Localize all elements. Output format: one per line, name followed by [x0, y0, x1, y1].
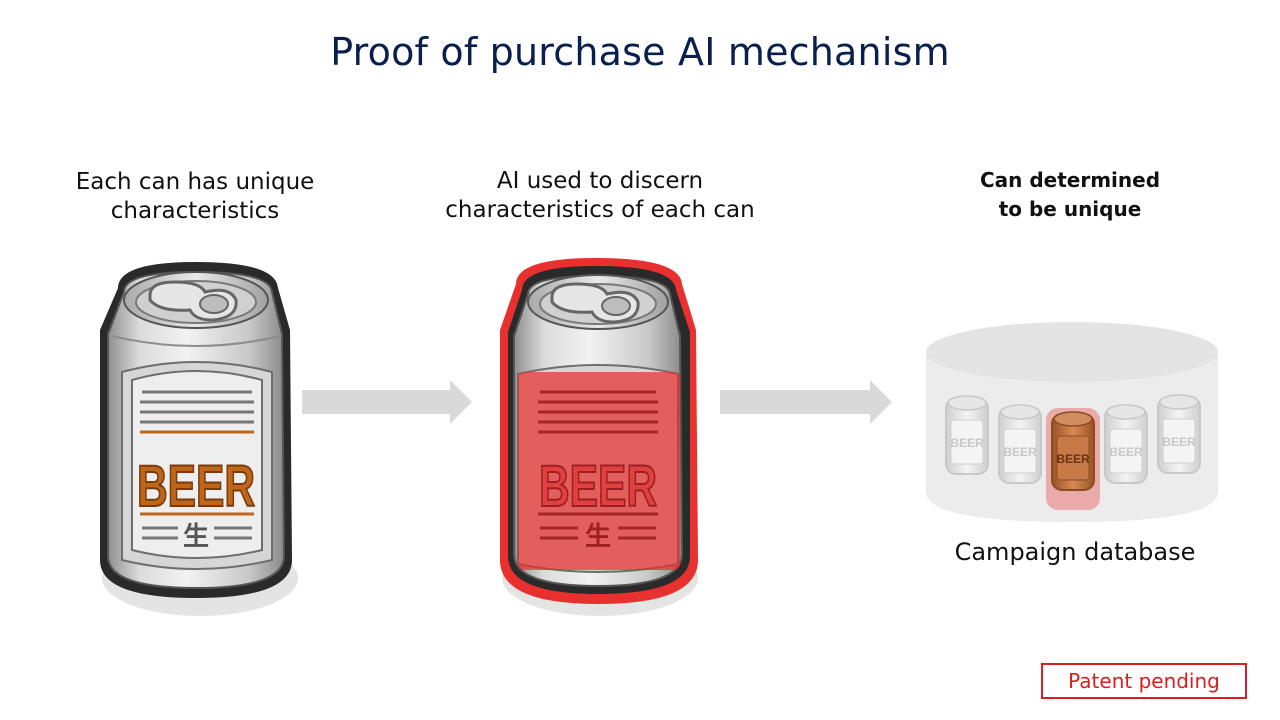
can2-sub-label: 生 — [585, 522, 611, 552]
database-can-5: BEER — [1157, 394, 1201, 474]
database-label: Campaign database — [954, 538, 1196, 566]
arrow-right-2 — [720, 380, 892, 424]
database-can-1-label: BEER — [950, 436, 984, 450]
can1-beer-label: BEER — [137, 454, 255, 519]
beer-can-1: BEER 生 — [100, 262, 298, 616]
can1-sub-label: 生 — [183, 522, 209, 552]
step1-caption-line2: characteristics — [110, 198, 280, 224]
database-can-2-label: BEER — [1003, 445, 1037, 459]
arrow-right-1 — [302, 380, 472, 424]
can2-beer-label: BEER — [539, 454, 657, 519]
step2-caption-line1: AI used to discern — [496, 168, 704, 194]
step3-caption-line2: to be unique — [998, 197, 1142, 221]
database-can-identified-label: BEER — [1056, 452, 1090, 466]
database-can-4: BEER — [1104, 404, 1148, 484]
database-can-2: BEER — [998, 404, 1042, 484]
step3-caption: Can determined to be unique — [950, 166, 1190, 224]
page-title: Proof of purchase AI mechanism — [330, 30, 950, 74]
step2-caption-line2: characteristics of each can — [445, 197, 755, 223]
database-can-4-label: BEER — [1109, 445, 1143, 459]
step3-caption-line1: Can determined — [979, 168, 1161, 192]
database-can-identified: BEER — [1046, 408, 1100, 510]
step1-caption: Each can has unique characteristics — [40, 168, 350, 226]
step2-caption: AI used to discern characteristics of ea… — [410, 167, 790, 225]
database-can-1: BEER — [945, 395, 989, 475]
step1-caption-line1: Each can has unique — [75, 169, 315, 195]
beer-can-2-highlighted: BEER 生 — [500, 258, 698, 616]
patent-pending-badge: Patent pending — [1041, 663, 1247, 699]
database-can-5-label: BEER — [1162, 435, 1196, 449]
